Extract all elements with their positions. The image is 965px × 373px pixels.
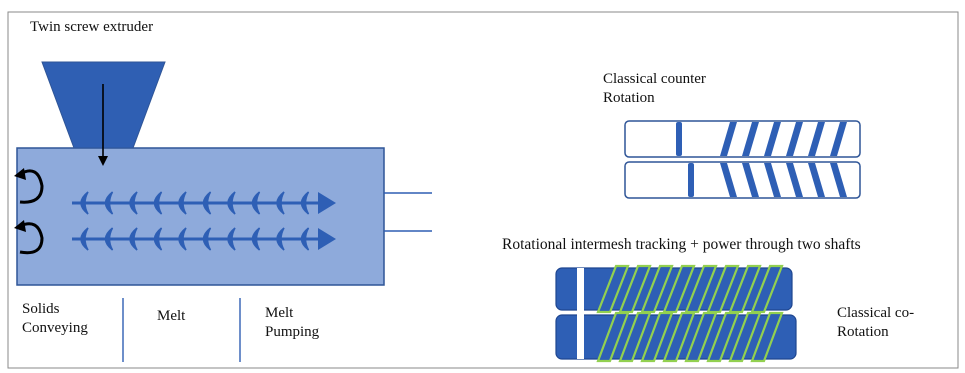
co-flight-bottom bbox=[750, 311, 784, 363]
counter-flight-top bbox=[830, 122, 847, 156]
counter-rotation-label-line-1: Classical counter bbox=[603, 71, 706, 87]
screw-flight bbox=[129, 227, 138, 251]
screw-flight bbox=[276, 191, 285, 215]
co-flight-top bbox=[596, 264, 630, 314]
screw-flight bbox=[202, 227, 212, 251]
co-flight-top bbox=[684, 264, 718, 314]
curved-arrow-icon bbox=[19, 169, 44, 255]
zone-label-pumping-line-2: Pumping bbox=[265, 324, 320, 340]
counter-shaft-top bbox=[624, 120, 861, 158]
curved-arrow-head-top bbox=[14, 168, 26, 180]
screw-flight bbox=[202, 191, 212, 215]
counter-flight-top bbox=[764, 122, 781, 156]
zone-label-melt: Melt bbox=[157, 308, 186, 324]
co-coupling bbox=[577, 268, 584, 359]
counter-flight-bottom bbox=[742, 163, 759, 197]
counter-flight-bottom bbox=[720, 163, 737, 197]
screw-flight bbox=[251, 227, 261, 251]
screw-flight bbox=[251, 191, 261, 215]
screw-flight bbox=[104, 191, 114, 215]
co-rotation-label-line-1: Classical co- bbox=[837, 305, 915, 321]
screw-flight bbox=[227, 227, 236, 251]
zone-label-melt-pumping: Melt Pumping bbox=[265, 304, 319, 342]
counter-shaft-bottom bbox=[624, 161, 861, 199]
co-rotation-label: Classical co- Rotation bbox=[837, 304, 914, 342]
counter-flight-bottom bbox=[808, 163, 825, 197]
co-flight-top bbox=[750, 264, 784, 314]
counter-divider-bottom bbox=[688, 163, 694, 197]
counter-flight-top bbox=[808, 122, 825, 156]
screw-flight bbox=[153, 227, 163, 251]
screw-flight bbox=[300, 191, 310, 215]
zone-label-solids-line-1: Solids bbox=[22, 301, 60, 317]
counter-flight-bottom bbox=[786, 163, 803, 197]
screw-arrow-rows bbox=[72, 191, 336, 251]
screw-flight bbox=[80, 191, 89, 215]
zone-label-pumping-line-1: Melt bbox=[265, 305, 294, 321]
figure-frame bbox=[7, 11, 959, 369]
arrow-right-icon bbox=[318, 228, 336, 250]
screw-flight bbox=[276, 227, 285, 251]
co-flight-top bbox=[618, 264, 652, 314]
counter-rotation-screws bbox=[624, 120, 861, 199]
co-flight-top bbox=[640, 264, 674, 314]
counter-rotation-label-line-2: Rotation bbox=[603, 90, 655, 106]
curved-arrow-head-bottom bbox=[14, 220, 26, 232]
co-flight-top bbox=[706, 264, 740, 314]
arrow-down-icon bbox=[98, 84, 108, 166]
counter-flight-top bbox=[786, 122, 803, 156]
screw-flight bbox=[178, 227, 187, 251]
screw-flight bbox=[129, 191, 138, 215]
screw-flight bbox=[227, 191, 236, 215]
zone-label-solids-conveying: Solids Conveying bbox=[22, 300, 88, 338]
zone-label-solids-line-2: Conveying bbox=[22, 320, 88, 336]
screw-flight bbox=[300, 227, 310, 251]
counter-flight-top bbox=[742, 122, 759, 156]
extruder-barrel bbox=[16, 147, 385, 286]
screw-flight bbox=[153, 191, 163, 215]
co-rotation-screws bbox=[555, 264, 797, 363]
diagram-title: Twin screw extruder bbox=[30, 19, 154, 35]
co-rotation-label-line-2: Rotation bbox=[837, 324, 889, 340]
co-flight-top bbox=[728, 264, 762, 314]
co-flight-top bbox=[662, 264, 696, 314]
counter-flight-top bbox=[720, 122, 737, 156]
screw-flight bbox=[80, 227, 89, 251]
intermesh-label: Rotational intermesh tracking + power th… bbox=[502, 236, 861, 253]
counter-flight-bottom bbox=[830, 163, 847, 197]
counter-divider-top bbox=[676, 122, 682, 156]
counter-flight-bottom bbox=[764, 163, 781, 197]
screw-flight bbox=[104, 227, 114, 251]
arrow-right-icon bbox=[318, 192, 336, 214]
counter-rotation-label: Classical counter Rotation bbox=[603, 70, 706, 108]
screw-flight bbox=[178, 191, 187, 215]
